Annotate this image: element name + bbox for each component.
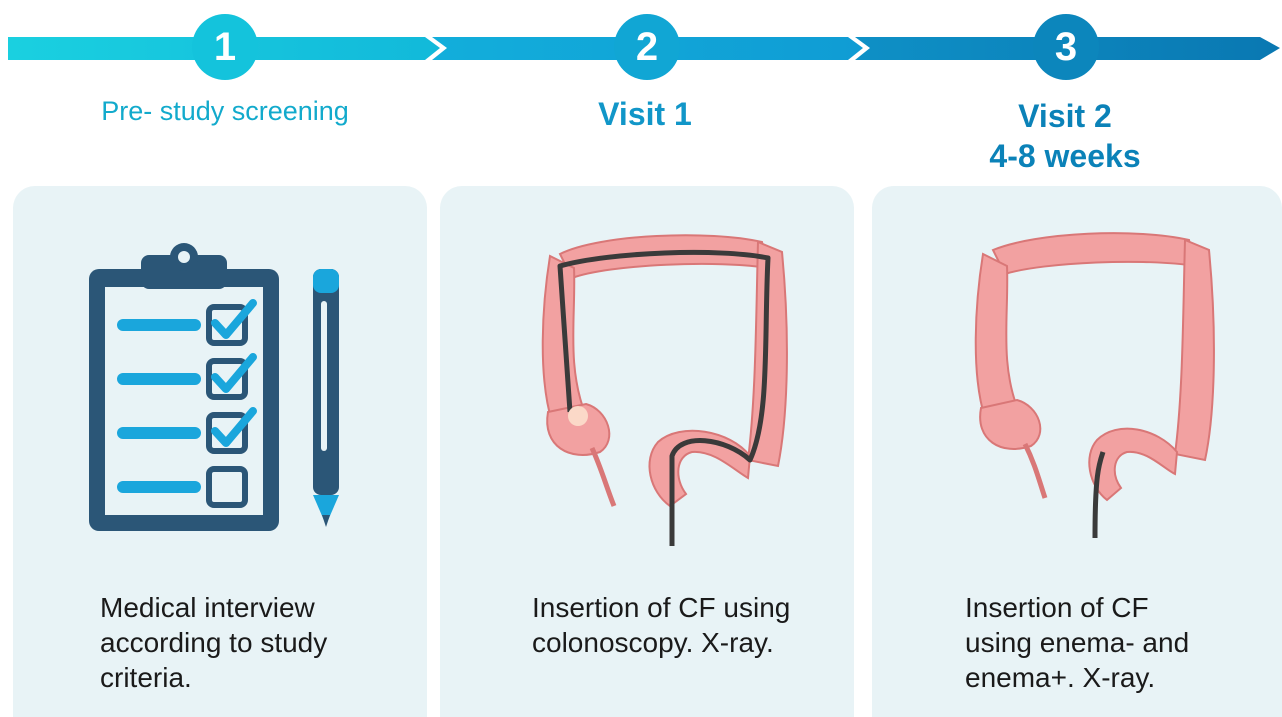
card-screening: Medical interview according to study cri… [13, 186, 427, 717]
step-title-3: Visit 2 4-8 weeks [880, 96, 1250, 176]
colon-with-colonoscope-icon [530, 216, 790, 556]
card-visit-1: Insertion of CF using colonoscopy. X-ray… [440, 186, 854, 717]
step-title-1: Pre- study screening [40, 96, 410, 127]
card-visit-2: Insertion of CF using enema- and enema+.… [872, 186, 1282, 717]
colon-with-enema-tube-icon [967, 224, 1217, 554]
step-number-3: 3 [1033, 14, 1099, 80]
card-text-screening: Medical interview according to study cri… [100, 590, 327, 695]
clipboard-checklist-icon [83, 241, 363, 541]
step-title-3-main: Visit 2 [880, 96, 1250, 136]
step-title-2: Visit 1 [460, 96, 830, 133]
step-title-3-sub: 4-8 weeks [880, 136, 1250, 176]
step-number-2: 2 [614, 14, 680, 80]
card-text-visit-2: Insertion of CF using enema- and enema+.… [965, 590, 1189, 695]
card-text-visit-1: Insertion of CF using colonoscopy. X-ray… [532, 590, 790, 660]
step-number-1: 1 [192, 14, 258, 80]
